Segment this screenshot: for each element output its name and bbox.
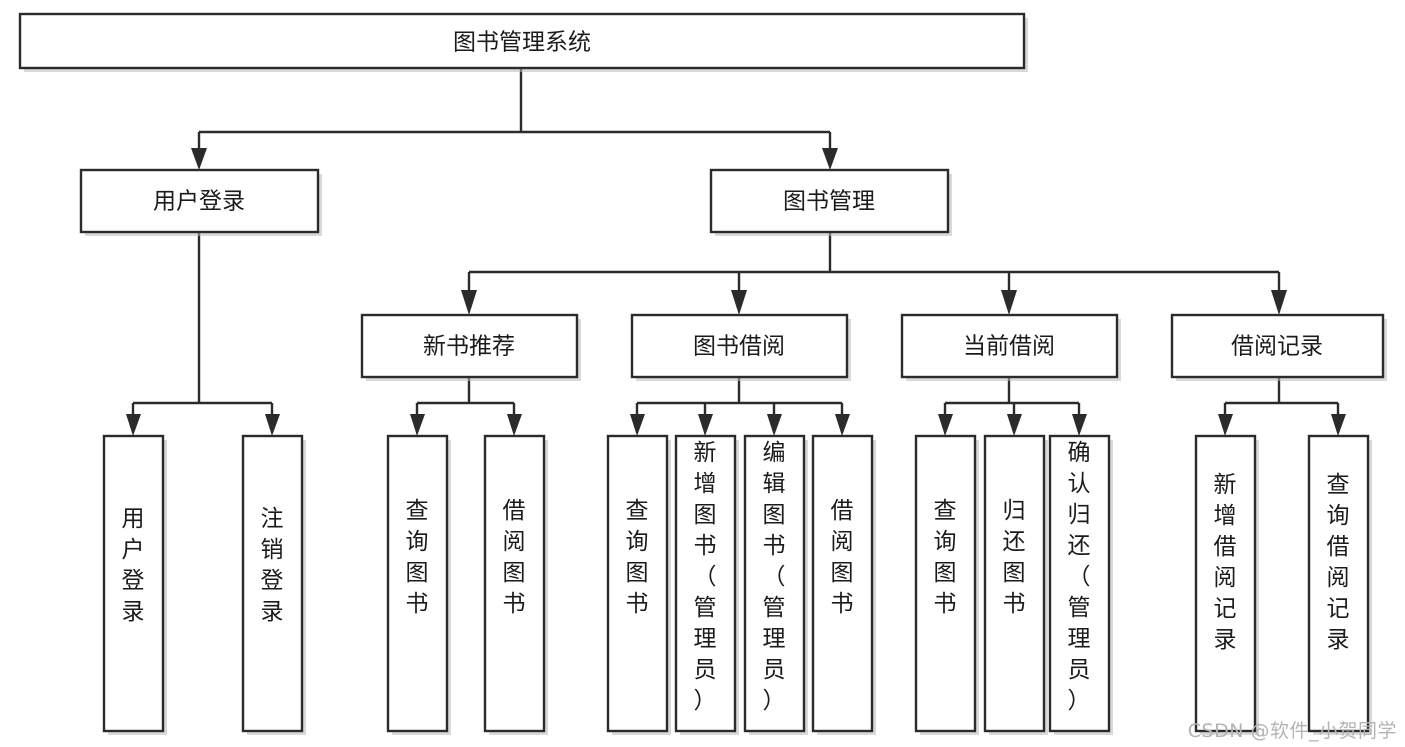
node-leaf-query-book-1[interactable]: 查询图书 bbox=[386, 434, 451, 735]
node-leaf-query-book-1-box[interactable] bbox=[386, 434, 449, 733]
node-leaf-add-book-admin[interactable]: 新增图书（管理员） bbox=[674, 434, 739, 735]
node-leaf-add-book-admin-box[interactable] bbox=[674, 434, 737, 733]
node-leaf-query-book-2-box[interactable] bbox=[606, 434, 669, 733]
node-leaf-logout-login[interactable]: 注销登录 bbox=[241, 434, 306, 735]
arrow-head-leaf-add-borrow-record bbox=[1218, 414, 1233, 436]
arrow-head-leaf-query-borrow-record bbox=[1331, 414, 1346, 436]
node-leaf-logout-login-label: 注销登录 bbox=[261, 506, 284, 625]
node-root[interactable]: 图书管理系统 bbox=[18, 12, 1028, 72]
node-leaf-return-book-label: 归还图书 bbox=[1003, 498, 1026, 617]
arrow-head-current-borrow bbox=[1001, 290, 1017, 315]
node-leaf-user-login-label: 用户登录 bbox=[122, 506, 145, 625]
node-borrow-record-label: 借阅记录 bbox=[1231, 334, 1323, 360]
node-current-borrow[interactable]: 当前借阅 bbox=[900, 313, 1121, 381]
node-borrow-record[interactable]: 借阅记录 bbox=[1170, 313, 1387, 381]
node-leaf-confirm-return-admin[interactable]: 确认归还（管理员） bbox=[1048, 434, 1113, 735]
node-leaf-edit-book-admin-box[interactable] bbox=[743, 434, 806, 733]
arrow-head-borrow-record bbox=[1271, 290, 1287, 315]
arrow-head-leaf-query-book-2 bbox=[630, 414, 645, 436]
node-leaf-query-book-2-label: 查询图书 bbox=[626, 498, 649, 617]
arrow-head-leaf-edit-book-admin bbox=[767, 414, 782, 436]
node-book-manage[interactable]: 图书管理 bbox=[709, 168, 952, 236]
node-leaf-query-book-3-box[interactable] bbox=[914, 434, 977, 733]
node-root-box[interactable] bbox=[18, 12, 1026, 70]
arrow-head-book-manage bbox=[822, 148, 838, 170]
node-leaf-query-book-3-label: 查询图书 bbox=[934, 498, 957, 617]
node-leaf-query-book-1-label: 查询图书 bbox=[406, 498, 429, 617]
node-leaf-add-borrow-record-box[interactable] bbox=[1194, 434, 1257, 733]
node-leaf-borrow-book-1[interactable]: 借阅图书 bbox=[483, 434, 548, 735]
node-leaf-add-book-admin-label: 新增图书（管理员） bbox=[694, 440, 717, 714]
arrow-head-leaf-borrow-book-1 bbox=[507, 414, 522, 436]
leaf-nodes-layer: 用户登录 注销登录 查询图书 借阅图书 查询图书 bbox=[102, 434, 1372, 735]
node-leaf-query-book-3[interactable]: 查询图书 bbox=[914, 434, 979, 735]
arrow-head-book-borrow bbox=[731, 290, 747, 315]
node-book-manage-label: 图书管理 bbox=[783, 189, 875, 215]
arrow-head-leaf-user-login bbox=[126, 414, 141, 436]
node-leaf-query-borrow-record-label: 查询借阅记录 bbox=[1327, 472, 1350, 653]
node-leaf-edit-book-admin[interactable]: 编辑图书（管理员） bbox=[743, 434, 808, 735]
node-current-borrow-box[interactable] bbox=[900, 313, 1119, 379]
node-leaf-borrow-book-2[interactable]: 借阅图书 bbox=[811, 434, 876, 735]
connector-layer bbox=[126, 68, 1346, 436]
node-root-label: 图书管理系统 bbox=[453, 30, 591, 56]
node-user-login[interactable]: 用户登录 bbox=[79, 168, 322, 236]
node-leaf-logout-login-box[interactable] bbox=[241, 434, 304, 733]
node-new-book-recommend-label: 新书推荐 bbox=[423, 334, 515, 360]
arrow-head-leaf-confirm-return-admin bbox=[1072, 414, 1087, 436]
node-book-borrow[interactable]: 图书借阅 bbox=[630, 313, 851, 381]
node-book-borrow-label: 图书借阅 bbox=[693, 334, 785, 360]
node-leaf-add-borrow-record[interactable]: 新增借阅记录 bbox=[1194, 434, 1259, 735]
node-book-manage-box[interactable] bbox=[709, 168, 950, 234]
node-new-book-recommend[interactable]: 新书推荐 bbox=[360, 313, 581, 381]
node-leaf-confirm-return-admin-box[interactable] bbox=[1048, 434, 1111, 733]
node-new-book-recommend-box[interactable] bbox=[360, 313, 579, 379]
node-leaf-return-book[interactable]: 归还图书 bbox=[983, 434, 1048, 735]
node-leaf-user-login[interactable]: 用户登录 bbox=[102, 434, 167, 735]
csdn-watermark: CSDN @软件_小贺同学 bbox=[1187, 720, 1397, 742]
node-user-login-label: 用户登录 bbox=[153, 189, 245, 215]
node-leaf-borrow-book-2-label: 借阅图书 bbox=[831, 498, 854, 617]
node-leaf-borrow-book-1-label: 借阅图书 bbox=[503, 498, 526, 617]
arrow-head-leaf-query-book-1 bbox=[410, 414, 425, 436]
node-leaf-query-book-2[interactable]: 查询图书 bbox=[606, 434, 671, 735]
node-leaf-add-borrow-record-label: 新增借阅记录 bbox=[1214, 472, 1237, 653]
node-user-login-box[interactable] bbox=[79, 168, 320, 234]
arrow-head-leaf-borrow-book-2 bbox=[835, 414, 850, 436]
node-leaf-return-book-box[interactable] bbox=[983, 434, 1046, 733]
arrow-head-user-login bbox=[191, 148, 207, 170]
node-leaf-query-borrow-record-box[interactable] bbox=[1307, 434, 1370, 733]
node-leaf-confirm-return-admin-label: 确认归还（管理员） bbox=[1068, 440, 1091, 714]
node-current-borrow-label: 当前借阅 bbox=[963, 334, 1055, 360]
arrow-head-leaf-logout-login bbox=[265, 414, 280, 436]
arrow-head-new-book-recommend bbox=[461, 290, 477, 315]
node-leaf-edit-book-admin-label: 编辑图书（管理员） bbox=[763, 440, 786, 714]
node-leaf-user-login-box[interactable] bbox=[102, 434, 165, 733]
arrow-head-leaf-query-book-3 bbox=[938, 414, 953, 436]
node-book-borrow-box[interactable] bbox=[630, 313, 849, 379]
node-leaf-query-borrow-record[interactable]: 查询借阅记录 bbox=[1307, 434, 1372, 735]
node-leaf-borrow-book-2-box[interactable] bbox=[811, 434, 874, 733]
node-borrow-record-box[interactable] bbox=[1170, 313, 1385, 379]
arrow-head-leaf-return-book bbox=[1007, 414, 1022, 436]
node-leaf-borrow-book-1-box[interactable] bbox=[483, 434, 546, 733]
arrow-head-leaf-add-book-admin bbox=[698, 414, 713, 436]
